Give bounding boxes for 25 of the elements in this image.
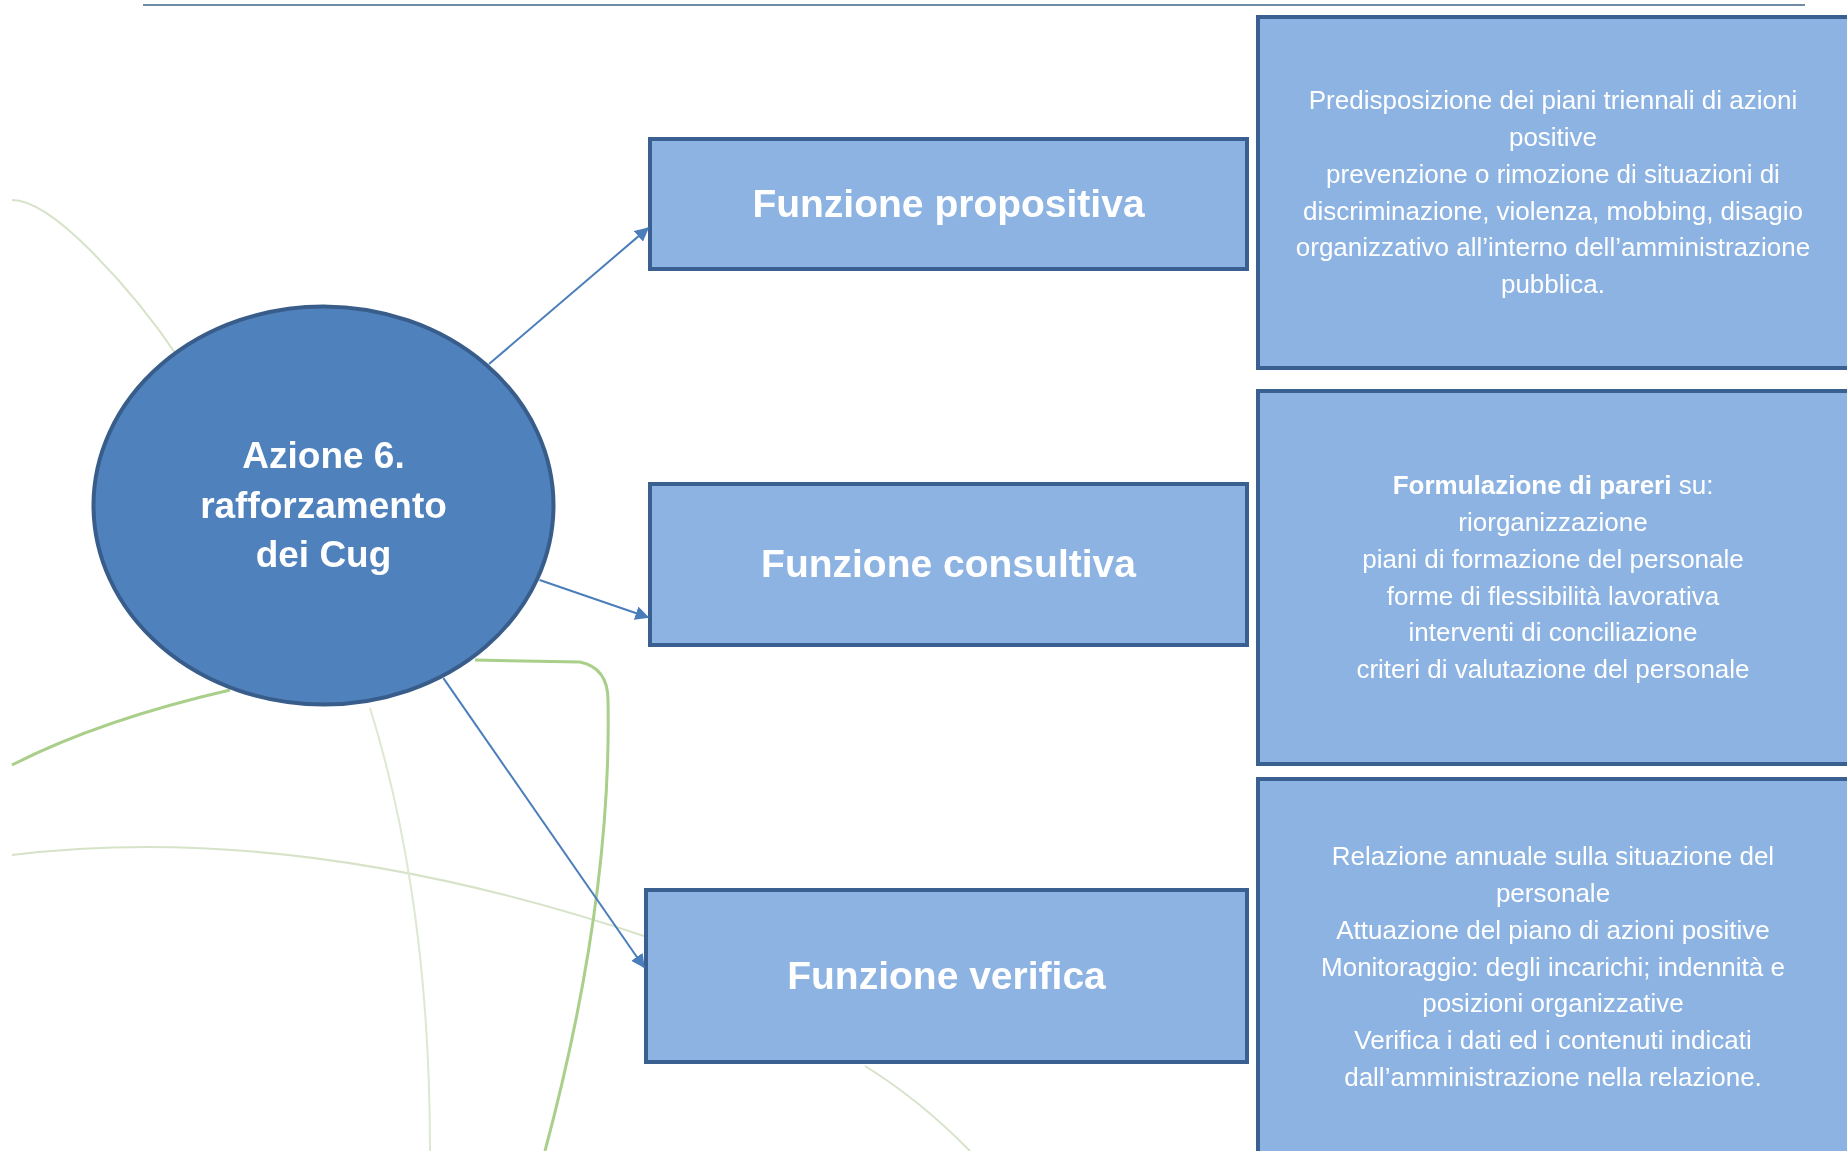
description-box	[1256, 389, 1847, 766]
description-text: Verifica i dati ed i contenuti indicati dall’amministrazione nella relazione.	[1343, 1024, 1763, 1095]
arrow	[442, 677, 645, 969]
description-text: interventi di conciliazione	[1407, 616, 1699, 650]
function-box	[644, 888, 1249, 1064]
description-text: criteri di valutazione del personale	[1355, 653, 1751, 687]
function-box	[648, 137, 1249, 271]
function-box	[648, 482, 1249, 647]
description-text: forme di flessibilità lavorativa	[1385, 579, 1721, 613]
description-text: prevenzione o rimozione di situazioni di discriminazione, violenza, mobbing, disagio organizzativo all’interno dell’amministrazione pubblica.	[1294, 157, 1812, 302]
arrow	[538, 578, 650, 620]
box-title: Funzione verifica	[787, 952, 1106, 999]
box-title: Funzione propositiva	[752, 180, 1145, 227]
description-text: Attuazione del piano di azioni positive	[1335, 913, 1771, 947]
node-title: Azione 6. rafforzamento dei Cug	[199, 433, 448, 578]
description-box	[1256, 777, 1847, 1151]
arrow	[488, 227, 650, 365]
description-box	[1256, 15, 1847, 370]
description-text: Relazione annuale sulla situazione del personale	[1330, 839, 1776, 910]
description-text: Formulazione di pareri su:	[1391, 468, 1715, 502]
description-text: Monitoraggio: degli incarichi; indennità e posizioni organizzative	[1320, 950, 1786, 1021]
description-text: piani di formazione del personale	[1361, 542, 1745, 576]
description-text: riorganizzazione	[1457, 505, 1649, 539]
ellipse-node	[91, 304, 556, 707]
box-title: Funzione consultiva	[761, 541, 1136, 588]
